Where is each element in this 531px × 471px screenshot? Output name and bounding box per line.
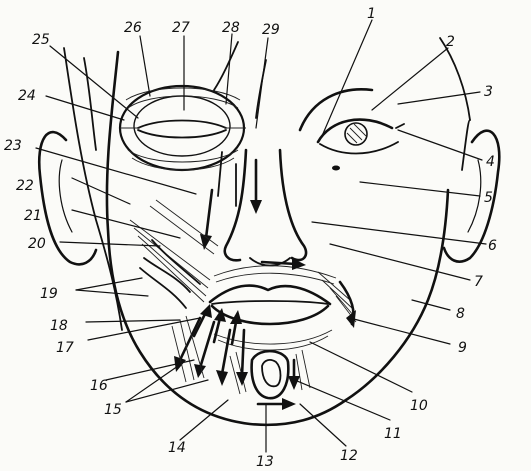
label-29: 29 (262, 22, 280, 38)
right-eye (300, 89, 404, 170)
label-8: 8 (456, 306, 465, 322)
face-outline (64, 38, 470, 425)
label-19: 19 (40, 286, 58, 302)
label-16: 16 (90, 378, 108, 394)
label-14: 14 (168, 440, 186, 456)
label-27: 27 (172, 20, 190, 36)
label-9: 9 (458, 340, 467, 356)
label-5: 5 (484, 190, 493, 206)
label-28: 28 (222, 20, 240, 36)
label-7: 7 (474, 274, 483, 290)
label-1: 1 (367, 6, 376, 22)
label-15: 15 (104, 402, 122, 418)
label-24: 24 (18, 88, 36, 104)
label-10: 10 (410, 398, 428, 414)
label-13: 13 (256, 454, 274, 470)
label-26: 26 (124, 20, 142, 36)
label-23: 23 (4, 138, 22, 154)
label-20: 20 (28, 236, 46, 252)
label-3: 3 (484, 84, 493, 100)
label-4: 4 (486, 154, 495, 170)
label-2: 2 (446, 34, 455, 50)
forehead-lines (214, 42, 266, 118)
orbicularis-oculi-muscle (120, 86, 246, 170)
label-21: 21 (24, 208, 42, 224)
label-12: 12 (340, 448, 358, 464)
nose (200, 150, 306, 266)
label-6: 6 (488, 238, 497, 254)
label-11: 11 (384, 426, 402, 442)
label-22: 22 (16, 178, 34, 194)
label-25: 25 (32, 32, 50, 48)
label-18: 18 (50, 318, 68, 334)
label-group: 1 2 3 4 5 6 7 8 9 10 11 12 13 14 15 16 1… (4, 6, 497, 470)
label-17: 17 (56, 340, 74, 356)
